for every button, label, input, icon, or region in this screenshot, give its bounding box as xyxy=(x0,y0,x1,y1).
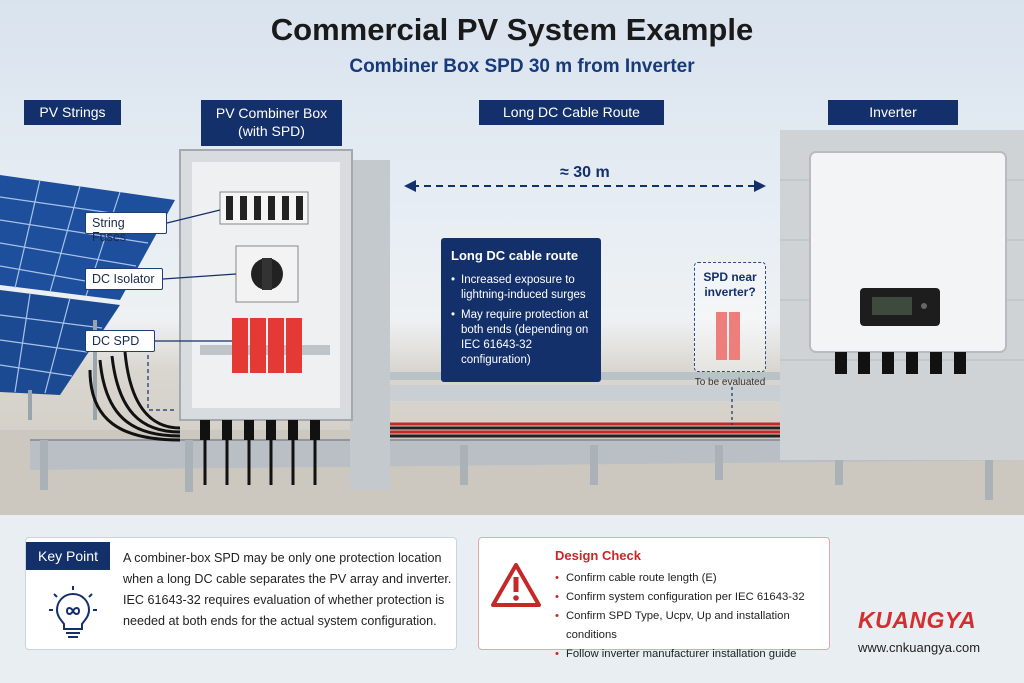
design-check-item: Follow inverter manufacturer installatio… xyxy=(555,645,829,664)
distance-arrow xyxy=(404,180,766,192)
brand-logo: KUANGYA xyxy=(858,607,977,633)
key-point-text: A combiner-box SPD may be only one prote… xyxy=(123,551,452,628)
scene-illustration: Commercial PV System Example Combiner Bo… xyxy=(0,0,1024,515)
design-check-title: Design Check xyxy=(555,548,641,563)
design-check-item: Confirm SPD Type, Ucpv, Up and installat… xyxy=(555,607,829,645)
label-combiner-line2: (with SPD) xyxy=(238,123,305,139)
spd-near-inverter-icon xyxy=(716,312,740,360)
label-cable-route: Long DC Cable Route xyxy=(479,100,664,125)
label-combiner-line1: PV Combiner Box xyxy=(215,105,328,121)
callout-dc-isolator: DC Isolator xyxy=(85,268,163,290)
combiner-spd xyxy=(232,318,302,373)
cable-info-item: Increased exposure to lightning-induced … xyxy=(451,273,591,303)
label-combiner-box: PV Combiner Box (with SPD) xyxy=(201,100,342,146)
page-subtitle: Combiner Box SPD 30 m from Inverter xyxy=(349,56,695,77)
lightbulb-icon xyxy=(49,586,97,638)
combiner-box xyxy=(179,149,390,492)
label-pv-strings: PV Strings xyxy=(24,100,121,125)
cable-info-box: Long DC cable route Increased exposure t… xyxy=(441,238,601,382)
spd-near-inverter-box: SPD near inverter? xyxy=(694,262,766,372)
page-title: Commercial PV System Example xyxy=(270,12,754,47)
label-inverter: Inverter xyxy=(828,100,958,125)
callout-dc-spd: DC SPD xyxy=(85,330,155,352)
warning-triangle-icon xyxy=(491,563,541,607)
callout-string-fuses: String Fuses xyxy=(85,212,167,244)
site-background xyxy=(0,130,1024,515)
key-point-label: Key Point xyxy=(26,542,110,570)
cable-info-item: May require protection at both ends (dep… xyxy=(451,308,591,368)
distance-label: ≈ 30 m xyxy=(560,164,610,181)
design-check-item: Confirm cable route length (E) xyxy=(555,569,829,588)
to-be-evaluated-note: To be evaluated xyxy=(694,377,766,388)
design-check-panel: Design Check Confirm cable route length … xyxy=(478,537,830,664)
inverter-unit xyxy=(780,130,1024,460)
design-check-item: Confirm system configuration per IEC 616… xyxy=(555,588,829,607)
spd-near-line1: SPD near xyxy=(703,270,757,284)
key-point-panel: Key Point A combiner-box SPD may be only… xyxy=(25,537,457,650)
cable-info-title: Long DC cable route xyxy=(451,248,579,263)
spd-near-line2: inverter? xyxy=(704,285,756,299)
brand-website: www.cnkuangya.com xyxy=(858,640,981,655)
